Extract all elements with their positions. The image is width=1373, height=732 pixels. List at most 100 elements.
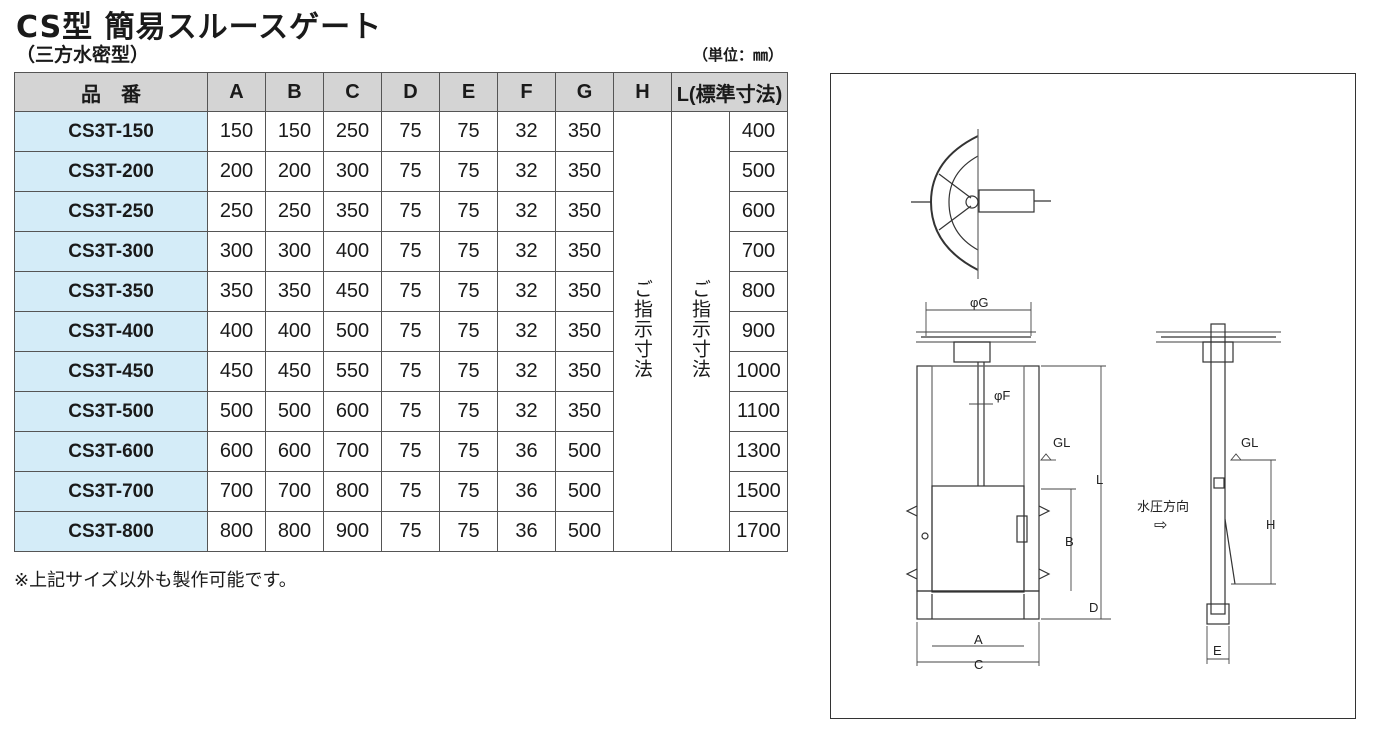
unit-label: （単位：㎜） — [692, 46, 783, 64]
cell-c: 900 — [323, 511, 382, 552]
model-cell: CS3T-600 — [14, 431, 208, 472]
cell-a: 500 — [207, 391, 266, 432]
model-cell: CS3T-200 — [14, 151, 208, 192]
model-cell: CS3T-800 — [14, 511, 208, 552]
cell-f: 32 — [497, 231, 556, 272]
cell-b: 500 — [265, 391, 324, 432]
dim-label-a: A — [974, 632, 983, 647]
cell-l: 700 — [729, 231, 788, 272]
cell-e: 75 — [439, 271, 498, 312]
cell-e: 75 — [439, 471, 498, 512]
gate-diagram: φG φF GL L B D A C GL H E 水圧方向 ⇨ — [830, 73, 1356, 719]
cell-a: 600 — [207, 431, 266, 472]
cell-b: 700 — [265, 471, 324, 512]
model-cell: CS3T-700 — [14, 471, 208, 512]
cell-c: 700 — [323, 431, 382, 472]
cell-c: 250 — [323, 111, 382, 152]
cell-d: 75 — [381, 231, 440, 272]
column-header: G — [555, 72, 614, 112]
cell-g: 350 — [555, 191, 614, 232]
cell-g: 350 — [555, 351, 614, 392]
dim-label-l: L — [1096, 472, 1103, 487]
column-header: B — [265, 72, 324, 112]
gl-label-side: GL — [1241, 435, 1258, 450]
cell-f: 36 — [497, 511, 556, 552]
pressure-arrow-icon: ⇨ — [1154, 517, 1167, 534]
cell-l: 600 — [729, 191, 788, 232]
model-cell: CS3T-500 — [14, 391, 208, 432]
column-header: F — [497, 72, 556, 112]
cell-c: 500 — [323, 311, 382, 352]
cell-l: 1100 — [729, 391, 788, 432]
cell-g: 500 — [555, 511, 614, 552]
cell-f: 32 — [497, 271, 556, 312]
cell-a: 400 — [207, 311, 266, 352]
cell-g: 350 — [555, 391, 614, 432]
model-cell: CS3T-300 — [14, 231, 208, 272]
column-header: C — [323, 72, 382, 112]
model-cell: CS3T-350 — [14, 271, 208, 312]
cell-e: 75 — [439, 151, 498, 192]
cell-a: 700 — [207, 471, 266, 512]
cell-g: 500 — [555, 471, 614, 512]
cell-b: 600 — [265, 431, 324, 472]
l-note-text: ご指示寸法 — [689, 278, 711, 379]
cell-f: 32 — [497, 111, 556, 152]
cell-f: 32 — [497, 351, 556, 392]
cell-e: 75 — [439, 191, 498, 232]
cell-e: 75 — [439, 511, 498, 552]
cell-c: 550 — [323, 351, 382, 392]
water-pressure-label: 水圧方向 — [1137, 499, 1189, 514]
cell-e: 75 — [439, 311, 498, 352]
h-note-text: ご指示寸法 — [631, 278, 653, 379]
gate-drawing: φG φF GL L B D A C GL H E 水圧方向 ⇨ — [905, 129, 1281, 672]
cell-d: 75 — [381, 351, 440, 392]
page-title: CS型 簡易スルースゲート — [16, 10, 383, 45]
cell-c: 600 — [323, 391, 382, 432]
cell-c: 800 — [323, 471, 382, 512]
cell-d: 75 — [381, 471, 440, 512]
cell-b: 300 — [265, 231, 324, 272]
cell-l: 1500 — [729, 471, 788, 512]
dim-label-c: C — [974, 657, 983, 672]
cell-a: 350 — [207, 271, 266, 312]
cell-g: 350 — [555, 271, 614, 312]
cell-g: 500 — [555, 431, 614, 472]
cell-d: 75 — [381, 111, 440, 152]
cell-h-note: ご指示寸法 — [613, 111, 672, 552]
page-subtitle: （三方水密型） — [16, 44, 150, 66]
cell-f: 32 — [497, 151, 556, 192]
cell-b: 350 — [265, 271, 324, 312]
column-header: E — [439, 72, 498, 112]
cell-g: 350 — [555, 231, 614, 272]
cell-b: 450 — [265, 351, 324, 392]
footnote: ※上記サイズ以外も製作可能です。 — [14, 570, 297, 591]
cell-d: 75 — [381, 391, 440, 432]
cell-f: 32 — [497, 311, 556, 352]
cell-e: 75 — [439, 111, 498, 152]
model-cell: CS3T-400 — [14, 311, 208, 352]
cell-a: 800 — [207, 511, 266, 552]
cell-g: 350 — [555, 311, 614, 352]
column-header: A — [207, 72, 266, 112]
cell-c: 400 — [323, 231, 382, 272]
column-header: H — [613, 72, 672, 112]
cell-l: 400 — [729, 111, 788, 152]
cell-d: 75 — [381, 511, 440, 552]
cell-a: 150 — [207, 111, 266, 152]
cell-e: 75 — [439, 431, 498, 472]
cell-c: 350 — [323, 191, 382, 232]
cell-l-note: ご指示寸法 — [671, 111, 730, 552]
cell-f: 32 — [497, 391, 556, 432]
cell-f: 36 — [497, 431, 556, 472]
cell-f: 32 — [497, 191, 556, 232]
